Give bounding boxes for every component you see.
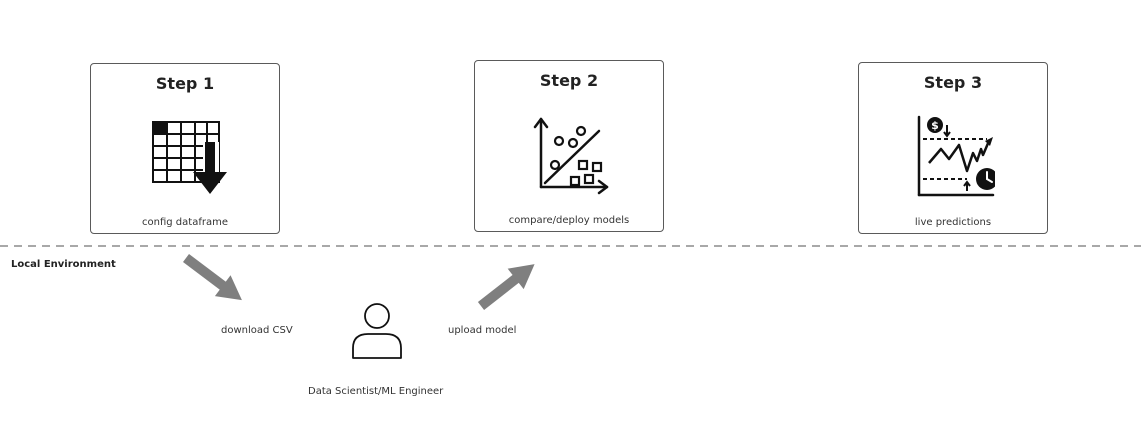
step-3-card: Step 3 $ live predictions (858, 62, 1048, 234)
download-label: download CSV (221, 325, 293, 336)
step-1-title: Step 1 (155, 74, 215, 93)
table-download-icon (143, 116, 227, 200)
download-arrow (182, 254, 242, 301)
step-1-caption: config dataframe (142, 217, 228, 228)
upload-label: upload model (448, 325, 517, 336)
environment-divider (0, 245, 1141, 247)
step-3-caption: live predictions (914, 217, 992, 228)
upload-arrow (477, 264, 535, 310)
environment-label: Local Environment (11, 259, 116, 270)
svg-text:$: $ (931, 119, 939, 132)
person-icon (348, 300, 406, 362)
step-1-card: Step 1 config dataframe (90, 63, 280, 234)
actor-label: Data Scientist/ML Engineer (308, 386, 444, 397)
live-chart-icon: $ (911, 115, 995, 199)
step-3-title: Step 3 (923, 73, 983, 92)
step-2-card: Step 2 compare/deploy models (474, 60, 664, 232)
step-2-title: Step 2 (539, 71, 599, 90)
step-2-caption: compare/deploy models (508, 215, 630, 226)
scatter-plot-icon (527, 113, 611, 197)
